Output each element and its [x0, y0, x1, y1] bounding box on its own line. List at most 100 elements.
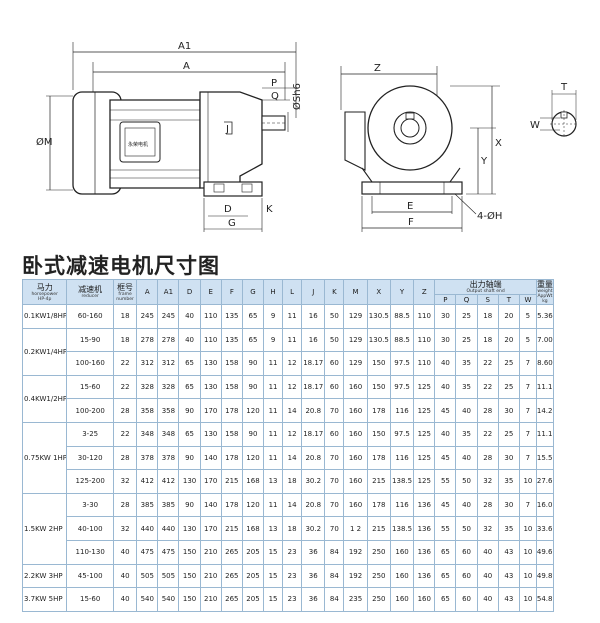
table-cell: 205: [241, 539, 265, 565]
table-cell: 40: [476, 539, 499, 565]
table-cell: 150: [366, 421, 391, 447]
table-cell: 170: [199, 516, 222, 541]
table-cell: 412: [157, 469, 180, 494]
table-cell: 22: [112, 374, 138, 400]
table-cell: 60: [324, 351, 345, 376]
table-cell: 358: [136, 398, 159, 423]
table-cell: 11: [263, 374, 284, 400]
table-cell: 7: [518, 421, 537, 447]
table-cell: 35: [455, 421, 478, 447]
table-cell: 60: [455, 563, 478, 589]
label-k: K: [266, 204, 273, 215]
table-cell: 16: [301, 304, 326, 329]
table-cell: 30.2: [301, 516, 326, 541]
table-cell: 11: [282, 327, 303, 353]
table-cell: 278: [157, 327, 180, 353]
table-cell: 45: [434, 492, 457, 518]
table-cell: 130: [199, 421, 222, 447]
table-cell: 54.80: [535, 587, 555, 612]
table-cell: 135: [220, 304, 243, 329]
table-cell: 84: [324, 587, 345, 612]
table-cell: 7: [518, 351, 537, 376]
table-cell: 116: [389, 492, 415, 518]
table-cell: 120: [241, 492, 265, 518]
table-cell: 50: [455, 516, 478, 541]
horsepower-cell: 0.1KW1/8HP: [21, 304, 68, 329]
table-cell: 125: [413, 421, 436, 447]
table-cell: 160: [343, 421, 368, 447]
table-cell: 50: [324, 327, 345, 353]
table-cell: 158: [220, 374, 243, 400]
table-cell: 20.8: [301, 398, 326, 423]
table-cell: 36: [301, 563, 326, 589]
table-cell: 110: [199, 304, 222, 329]
table-cell: 328: [157, 374, 180, 400]
header-dim: H: [263, 279, 284, 305]
table-cell: 178: [366, 445, 391, 471]
table-cell: 43: [497, 563, 520, 589]
table-cell: 10: [518, 563, 537, 589]
table-cell: 130: [178, 516, 201, 541]
table-cell: 28: [112, 492, 138, 518]
table-cell: 170: [199, 398, 222, 423]
table-cell: 35: [455, 351, 478, 376]
label-m: ØM: [36, 136, 53, 148]
table-cell: 18.17: [301, 374, 326, 400]
table-cell: 129: [343, 327, 368, 353]
table-cell: 18: [476, 304, 499, 329]
label-x: X: [495, 138, 502, 149]
table-cell: 22: [476, 351, 499, 376]
table-cell: 7: [518, 374, 537, 400]
table-cell: 250: [366, 539, 391, 565]
table-cell: 110-130: [66, 539, 114, 565]
header-horsepower: 马力 horsepower HP-4p: [21, 279, 68, 305]
table-cell: 50: [324, 304, 345, 329]
table-cell: 7: [518, 445, 537, 471]
table-cell: 178: [366, 398, 391, 423]
table-cell: 60: [324, 374, 345, 400]
table-cell: 55: [434, 469, 457, 494]
table-cell: 18: [476, 327, 499, 353]
table-cell: 215: [366, 516, 391, 541]
horsepower-cell: 1.5KW 2HP: [21, 492, 68, 565]
table-cell: 138.5: [389, 516, 415, 541]
table-cell: 32: [112, 516, 138, 541]
table-cell: 10: [518, 516, 537, 541]
dimension-table: 马力 horsepower HP-4p 减速机 reducer 框号 frame…: [21, 279, 555, 612]
table-cell: 250: [366, 563, 391, 589]
table-cell: 30-120: [66, 445, 114, 471]
header-dim: D: [178, 279, 201, 305]
table-cell: 205: [241, 587, 265, 612]
table-cell: 14: [282, 398, 303, 423]
table-cell: 65: [241, 304, 265, 329]
table-cell: 358: [157, 398, 180, 423]
label-y: Y: [480, 156, 488, 167]
header-dim: F: [220, 279, 243, 305]
table-cell: 130.5: [366, 304, 391, 329]
table-cell: 40: [112, 539, 138, 565]
table-cell: 32: [476, 469, 499, 494]
table-cell: 23: [282, 587, 303, 612]
header-dim: A1: [157, 279, 180, 305]
table-cell: 136: [413, 516, 436, 541]
table-cell: 22: [476, 374, 499, 400]
table-cell: 150: [178, 539, 201, 565]
table-cell: 475: [136, 539, 159, 565]
table-cell: 40: [476, 563, 499, 589]
table-cell: 158: [220, 351, 243, 376]
table-cell: 178: [220, 398, 243, 423]
table-cell: 3-30: [66, 492, 114, 518]
table-cell: 60: [455, 587, 478, 612]
table-cell: 5: [518, 304, 537, 329]
header-weight: 重量 weight AppWt kg: [535, 279, 555, 305]
table-cell: 210: [199, 539, 222, 565]
label-e: E: [407, 201, 413, 212]
table-cell: 18: [112, 304, 138, 329]
table-cell: 8.60: [535, 351, 555, 376]
table-cell: 28: [476, 445, 499, 471]
table-cell: 65: [434, 563, 457, 589]
